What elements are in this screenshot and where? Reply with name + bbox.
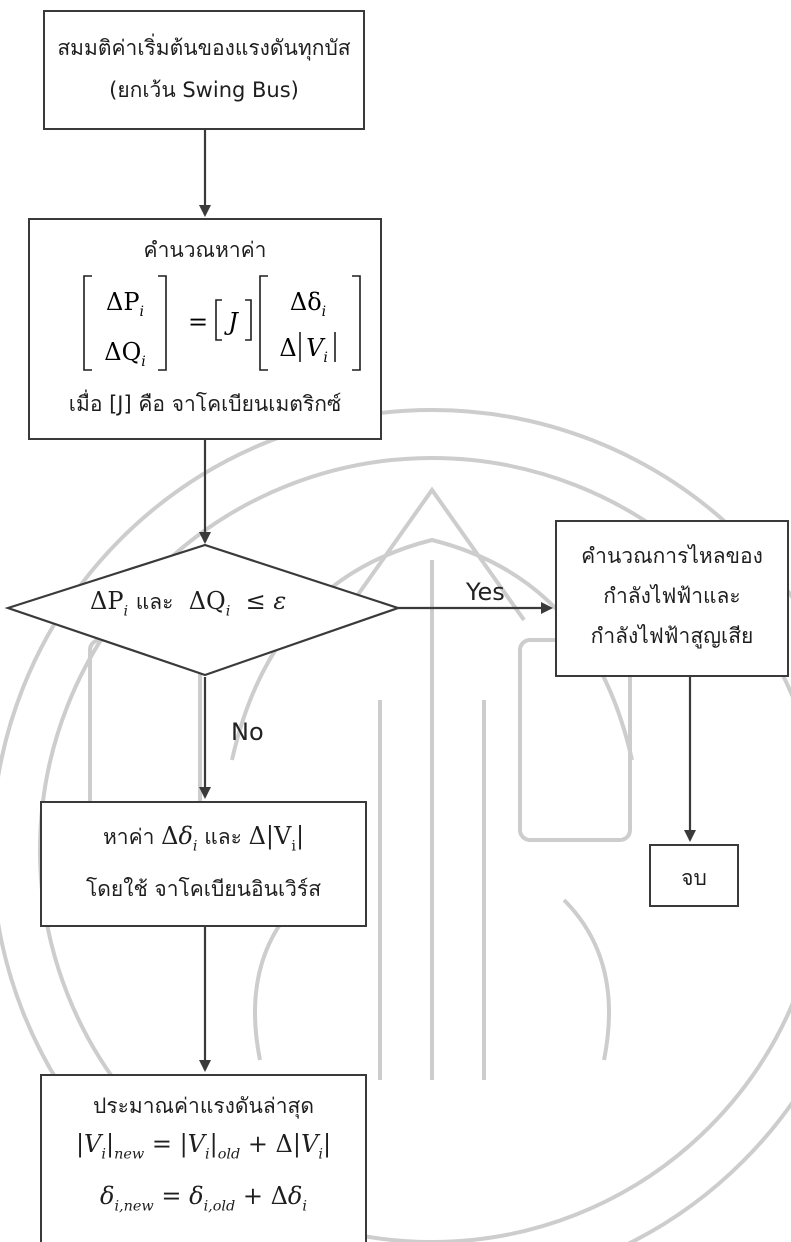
left-bracket-open [83, 275, 92, 371]
start-box: สมมติค่าเริ่มต้นของแรงดันทุกบัส (ยกเว้น … [43, 10, 365, 130]
delta-p: ΔPi [106, 288, 144, 320]
right-bracket-open [259, 275, 268, 371]
decision-delta-q: ΔQi ≤ ε [181, 587, 287, 620]
delta-q: ΔQi [104, 338, 146, 370]
inverse-delta-delta: Δδi [161, 822, 198, 855]
delta-delta: Δδi [290, 288, 326, 320]
inverse-box: หาค่า Δδi และ Δ|Vi| โดยใช้ จาโคเบียนอินเ… [40, 801, 367, 927]
j-bracket-close [245, 299, 252, 341]
inverse-prefix: หาค่า [102, 825, 155, 849]
yes-label: Yes [466, 578, 505, 606]
delta-v-v: Vi [306, 334, 328, 366]
end-box: จบ [649, 844, 739, 907]
seal-outer-ring [0, 408, 791, 1242]
start-line2: (ยกเว้น Swing Bus) [109, 78, 299, 102]
delta-v-delta: Δ [279, 334, 296, 362]
right-bracket-close [352, 275, 361, 371]
j-bracket-open [215, 299, 222, 341]
decision-text: ΔPi และ ΔQi ≤ ε [90, 586, 286, 619]
update-voltage-equation: |Vi|new = |Vi|old + Δ|Vi| [75, 1130, 332, 1163]
jacobian-equation: ΔPi ΔQi = J Δδi Δ Vi [83, 275, 361, 371]
power-flow-line3: กำลังไฟฟ้าสูญเสีย [590, 624, 754, 648]
decision-diamond [4, 543, 402, 677]
seal-pillars [378, 560, 486, 1080]
decision-delta-p: ΔPi [90, 587, 129, 620]
left-bracket-close [158, 275, 167, 371]
calc-note: เมื่อ [J] คือ จาโคเบียนเมตริกซ์ [68, 392, 342, 416]
update-line1: ประมาณค่าแรงดันล่าสุด [92, 1094, 315, 1118]
update-angle-equation: δi,new = δi,old + Δδi [100, 1182, 307, 1215]
power-flow-line1: คำนวณการไหลของ [581, 544, 763, 568]
start-line1: สมมติค่าเริ่มต้นของแรงดันทุกบัส [57, 36, 351, 60]
no-label: No [231, 718, 264, 746]
equals-sign: = [188, 308, 208, 336]
calc-box: คำนวณหาค่า ΔPi ΔQi = J Δδi Δ Vi เมื่อ [J… [28, 218, 382, 440]
calc-line1: คำนวณหาค่า [143, 238, 267, 262]
update-box: ประมาณค่าแรงดันล่าสุด |Vi|new = |Vi|old … [40, 1074, 367, 1242]
decision-connector: และ [135, 590, 174, 614]
end-label: จบ [681, 866, 707, 890]
jacobian-j: J [223, 308, 239, 336]
inverse-line2: โดยใช้ จาโคเบียนอินเวิร์ส [85, 877, 322, 901]
inverse-delta-v: Δ|Vi| [248, 822, 305, 855]
power-flow-line2: กำลังไฟฟ้าและ [603, 584, 741, 608]
seal-spire [338, 486, 526, 622]
inverse-connector: และ [204, 825, 242, 849]
power-flow-box: คำนวณการไหลของ กำลังไฟฟ้าและ กำลังไฟฟ้าส… [555, 520, 789, 677]
inverse-line1: หาค่า Δδi และ Δ|Vi| [42, 821, 365, 854]
